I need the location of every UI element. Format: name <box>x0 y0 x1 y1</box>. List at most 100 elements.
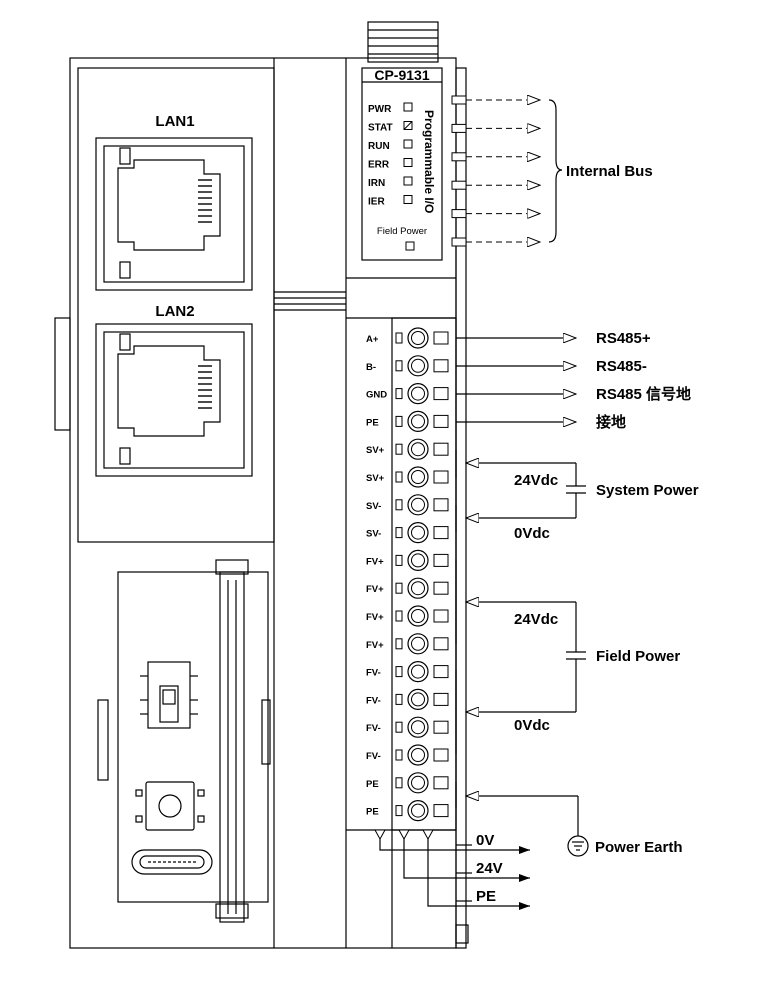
terminal-label: SV+ <box>366 473 385 484</box>
lan-ports: LAN1 LAN2 <box>95 113 253 477</box>
terminal-screw-inner <box>411 720 425 735</box>
led-stat-mark <box>403 121 413 130</box>
terminal-screw[interactable] <box>407 688 429 711</box>
terminal-screw-inner <box>411 609 425 623</box>
terminal-screw[interactable] <box>407 772 429 794</box>
field-power-led <box>405 241 415 251</box>
terminal-screw[interactable] <box>407 744 429 766</box>
terminal-screw-inner <box>411 358 425 373</box>
terminal-screw-inner <box>411 525 425 540</box>
rs485-minus-label: RS485- <box>596 358 647 375</box>
led-ier <box>403 195 413 204</box>
bus-contact <box>451 95 467 105</box>
field-power-24v-label: 24Vdc <box>514 611 558 628</box>
terminal-release[interactable] <box>395 805 403 817</box>
terminal-label: GND <box>366 390 387 401</box>
terminal-screw[interactable] <box>407 633 429 655</box>
lan1-label: LAN1 <box>155 113 194 130</box>
terminal-label: FV+ <box>366 640 384 651</box>
terminal-release[interactable] <box>395 582 403 594</box>
terminal-release[interactable] <box>395 554 403 566</box>
terminal-label: FV+ <box>366 612 384 623</box>
terminal-clamp <box>433 748 449 762</box>
led-pwr <box>403 102 413 112</box>
terminal-block: A+B-GNDPESV+SV+SV-SV-FV+FV+FV+FV+FV-FV-F… <box>366 327 449 822</box>
terminal-release[interactable] <box>395 332 403 344</box>
terminal-release[interactable] <box>395 721 403 733</box>
terminal-label: FV- <box>366 751 381 762</box>
terminal-screw-inner <box>411 581 425 596</box>
terminal-release[interactable] <box>395 443 403 455</box>
terminal-release[interactable] <box>395 471 403 483</box>
system-power-label: System Power <box>596 482 699 499</box>
terminal-release[interactable] <box>395 666 403 678</box>
terminal-release[interactable] <box>395 777 403 789</box>
service-panel <box>97 559 271 923</box>
system-power-0v-label: 0Vdc <box>514 525 550 542</box>
bus-contact <box>451 180 467 190</box>
terminal-screw-inner <box>411 664 425 679</box>
led-label-pwr: PWR <box>368 104 392 115</box>
terminal-screw-inner <box>411 636 425 651</box>
earth-label: 接地 <box>596 413 626 431</box>
terminal-release[interactable] <box>395 527 403 539</box>
internal-bus <box>451 95 540 246</box>
terminal-clamp <box>433 387 449 401</box>
terminal-clamp <box>433 720 449 734</box>
terminal-release[interactable] <box>395 610 403 622</box>
terminal-release[interactable] <box>395 693 403 705</box>
terminal-screw-inner <box>411 414 425 429</box>
terminal-clamp <box>433 442 449 456</box>
led-irn <box>403 176 413 186</box>
terminal-label: FV- <box>366 695 381 706</box>
lan2-label: LAN2 <box>155 303 194 320</box>
terminal-release[interactable] <box>395 499 403 511</box>
led-label-ier: IER <box>368 197 385 208</box>
terminal-clamp <box>433 359 449 373</box>
terminal-screw[interactable] <box>407 494 429 516</box>
terminal-screw[interactable] <box>407 660 429 683</box>
terminal-screw-inner <box>411 692 425 707</box>
terminal-screw[interactable] <box>407 716 429 738</box>
terminal-screw[interactable] <box>407 410 429 432</box>
terminal-label: A+ <box>366 334 379 345</box>
terminal-screw-inner <box>411 775 425 790</box>
terminal-screw[interactable] <box>407 383 429 405</box>
terminal-screw-inner <box>411 553 425 568</box>
terminal-screw[interactable] <box>407 355 429 377</box>
terminal-release[interactable] <box>395 415 403 427</box>
terminal-clamp <box>433 581 449 595</box>
terminal-screw[interactable] <box>407 327 429 349</box>
internal-bus-brace <box>548 99 563 243</box>
terminal-clamp <box>433 470 449 484</box>
led-err <box>403 158 413 167</box>
bus-contact <box>451 209 467 219</box>
terminal-screw-inner <box>411 331 425 345</box>
terminal-screw[interactable] <box>407 549 429 572</box>
terminal-screw-inner <box>411 748 425 762</box>
terminal-release[interactable] <box>395 360 403 372</box>
output-24v-label: 24V <box>476 860 503 877</box>
output-pe-label: PE <box>476 888 496 905</box>
terminal-screw-inner <box>411 803 425 818</box>
terminal-screw[interactable] <box>407 605 429 627</box>
terminal-screw[interactable] <box>407 438 429 460</box>
terminal-label: SV- <box>366 501 381 512</box>
terminal-release[interactable] <box>395 388 403 400</box>
field-power-led-label: Field Power <box>377 226 427 237</box>
terminal-release[interactable] <box>395 749 403 761</box>
terminal-screw-inner <box>411 497 425 512</box>
terminal-clamp <box>433 665 449 679</box>
model-label: CP-9131 <box>374 67 429 83</box>
terminal-clamp <box>433 804 449 818</box>
terminal-screw[interactable] <box>407 577 429 599</box>
led-run <box>403 139 413 149</box>
terminal-release[interactable] <box>395 638 403 650</box>
led-label-stat: STAT <box>368 123 393 134</box>
terminal-screw[interactable] <box>407 799 429 822</box>
terminal-screw[interactable] <box>407 521 429 544</box>
terminal-screw-inner <box>411 386 425 401</box>
bus-contact <box>451 152 467 162</box>
terminal-screw[interactable] <box>407 466 429 488</box>
